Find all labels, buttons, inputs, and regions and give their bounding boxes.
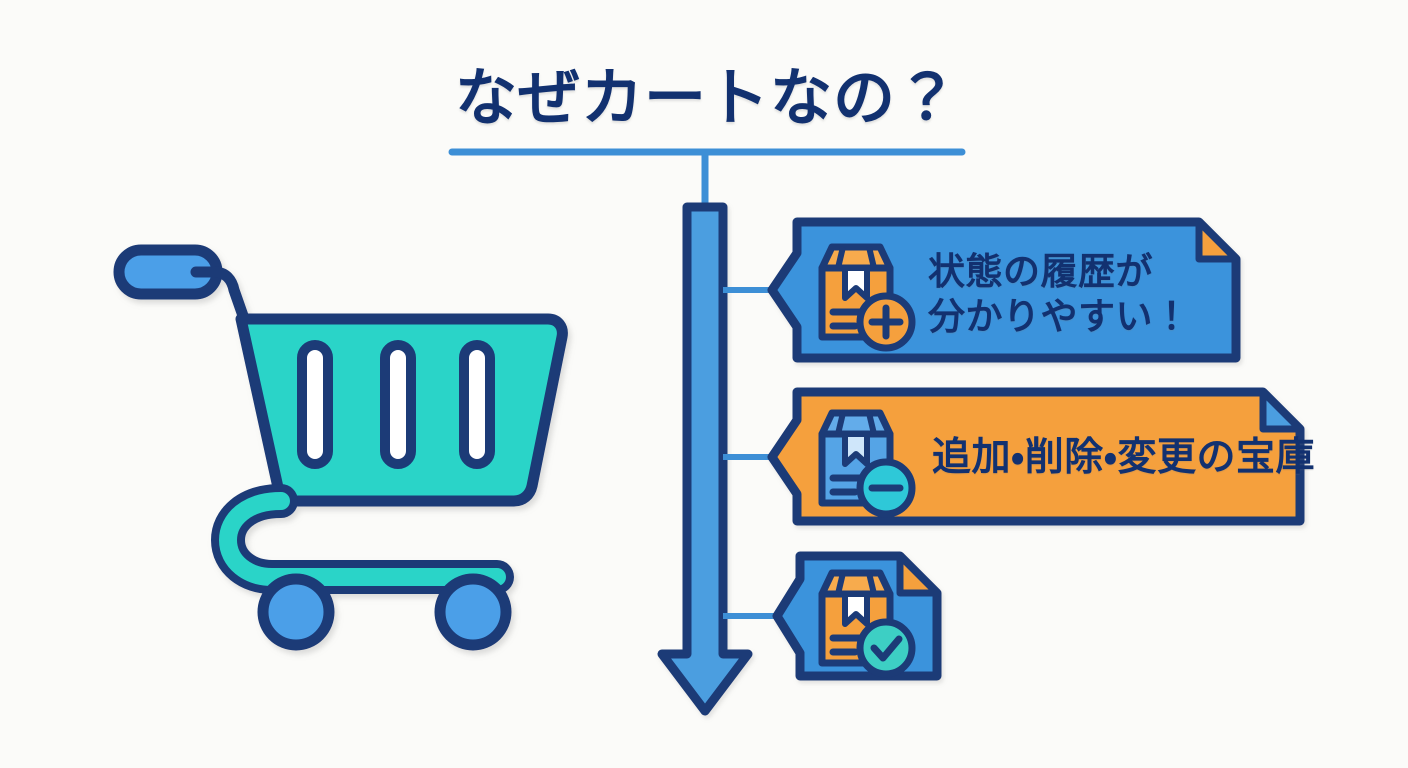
cart-undercarriage (211, 484, 514, 594)
cart-wheel-right (434, 573, 512, 651)
cart-wheel-left (257, 573, 335, 651)
callout-add-delete-change[interactable] (767, 387, 1305, 526)
callout-state-history[interactable] (767, 217, 1241, 363)
cart-wheels (257, 573, 512, 651)
page-title-container: なぜカートなの？ (452, 52, 962, 144)
main-down-arrow (657, 202, 753, 716)
cart-slot-3 (459, 340, 495, 469)
callout-1-corner-fold (1195, 218, 1240, 263)
shopping-cart-illustration (113, 244, 568, 651)
cart-basket-slots (297, 340, 495, 469)
package-check-icon (818, 569, 916, 678)
callout-3-corner-fold (896, 552, 941, 597)
title-divider (448, 148, 966, 210)
cart-slot-2 (380, 340, 416, 469)
callout-package-confirmed[interactable] (772, 551, 942, 681)
package-remove-icon (818, 409, 916, 518)
callout-2-corner-fold (1259, 388, 1304, 433)
cart-frame (190, 266, 254, 336)
package-add-icon (818, 243, 916, 352)
cart-slot-1 (297, 340, 333, 469)
page-title: なぜカートなの？ (454, 61, 959, 134)
